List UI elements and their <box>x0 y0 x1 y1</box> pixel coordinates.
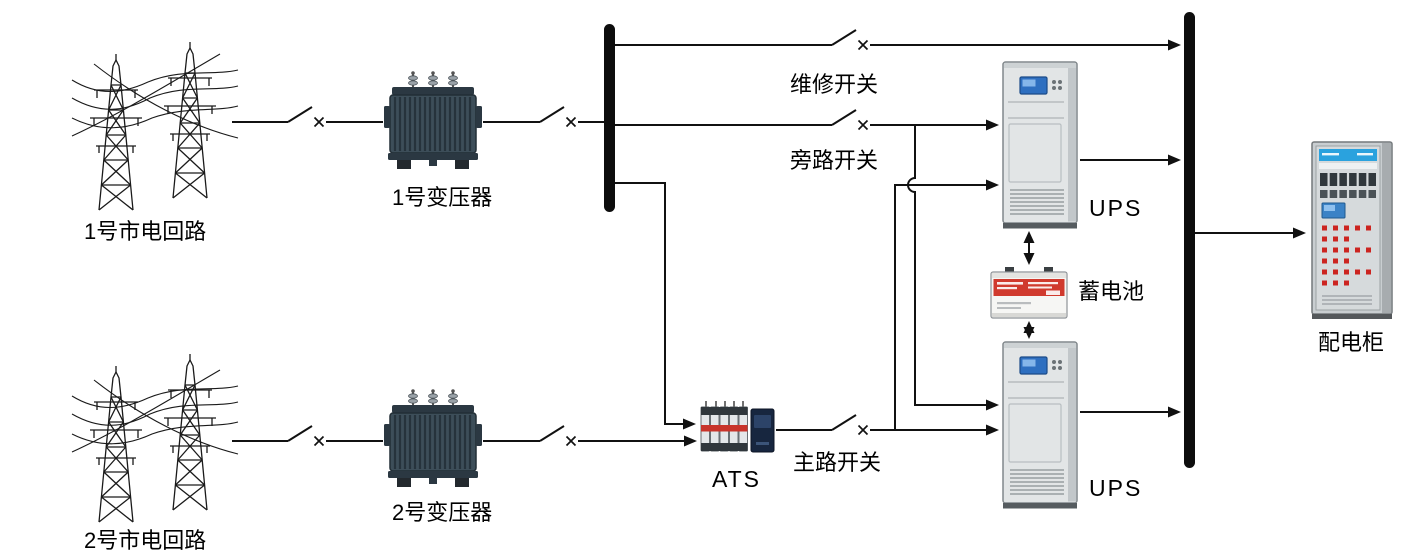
arrowhead-into-right-busbar-low <box>1168 406 1181 418</box>
breaker-blade <box>287 425 565 442</box>
source-1-label: 1号市电回路 <box>84 219 207 244</box>
battery-graphic <box>990 267 1068 319</box>
breaker-blade <box>287 106 565 123</box>
ats-controller <box>750 408 775 453</box>
arrowhead-ups-bottom-input-2 <box>986 424 999 436</box>
maintenance-switch-label: 维修开关 <box>790 72 879 97</box>
arrowhead-ups-top-input-2 <box>986 179 999 191</box>
breaker-x-icon <box>313 116 577 128</box>
ats-graphic <box>700 401 775 453</box>
breaker-x-icon <box>313 435 577 447</box>
distribution-cabinet-label: 配电柜 <box>1318 330 1385 355</box>
ats-label: ATS <box>712 466 762 492</box>
source-2-label: 2号市电回路 <box>84 528 207 553</box>
distribution-cabinet-graphic <box>1311 141 1393 319</box>
arrowhead-ups-bottom-input-1 <box>986 399 999 411</box>
battery-label: 蓄电池 <box>1078 279 1145 304</box>
bypass-line <box>615 109 986 406</box>
ats-modules <box>700 406 748 452</box>
breaker-x-icon <box>857 424 869 436</box>
ups-top-graphic <box>1002 61 1078 229</box>
feed-line-2 <box>232 425 684 447</box>
ups-bottom-graphic <box>1002 341 1078 509</box>
breaker-row <box>1320 173 1376 186</box>
radiator-fins <box>393 97 472 151</box>
bypass-switch-label: 旁路开关 <box>790 148 879 173</box>
main-line <box>776 184 986 436</box>
ups-vent-grille <box>1010 189 1064 215</box>
main-riser-to-top-ups <box>894 184 986 430</box>
transformer-tank <box>389 412 477 472</box>
bushing-icons <box>408 71 458 88</box>
power-lines <box>71 53 239 139</box>
transformer-2-graphic <box>384 389 482 487</box>
arrowhead-into-cabinet <box>1293 227 1306 239</box>
utility-tower-2-graphic <box>71 353 239 523</box>
bushing-icons <box>408 389 458 406</box>
battery-link-top <box>1023 231 1035 265</box>
bypass-branch-with-hop <box>907 125 986 406</box>
utility-tower-1-graphic <box>71 41 239 211</box>
transformer-2-label: 2号变压器 <box>392 500 493 525</box>
left-busbar <box>604 24 615 212</box>
transformer-1-graphic <box>384 71 482 169</box>
breaker-blade <box>831 109 857 126</box>
breaker-x-icon <box>857 39 869 51</box>
arrowhead-into-right-busbar-mid <box>1168 154 1181 166</box>
feed-line-1 <box>232 106 604 128</box>
power-lines <box>71 369 239 455</box>
transformer-1-label: 1号变压器 <box>392 185 493 210</box>
maintenance-line <box>615 29 1168 51</box>
breaker-blade <box>831 29 857 46</box>
transformer-tank <box>389 94 477 154</box>
arrowhead-into-right-busbar-top <box>1168 39 1181 51</box>
right-busbar <box>1184 12 1195 468</box>
busbar-to-ats-branch <box>615 182 683 425</box>
cabinet-header-band <box>1319 149 1377 161</box>
arrowhead-into-ats-high <box>683 418 696 430</box>
ups-top-label: UPS <box>1089 195 1143 221</box>
ups-buttons <box>1052 360 1062 370</box>
indicator-lights <box>1322 225 1373 286</box>
battery-link-bottom <box>1023 321 1035 339</box>
arrowhead-ups-top-input-1 <box>986 119 999 131</box>
arrowhead-into-ats-low <box>684 435 697 447</box>
ups-output-lines <box>1080 159 1168 413</box>
main-switch-label: 主路开关 <box>793 450 882 475</box>
ups-buttons <box>1052 80 1062 90</box>
ups-vent-grille <box>1010 469 1064 495</box>
radiator-fins <box>393 415 472 469</box>
breaker-blade <box>831 414 857 431</box>
breaker-x-icon <box>857 119 869 131</box>
ups-bottom-label: UPS <box>1089 475 1143 501</box>
